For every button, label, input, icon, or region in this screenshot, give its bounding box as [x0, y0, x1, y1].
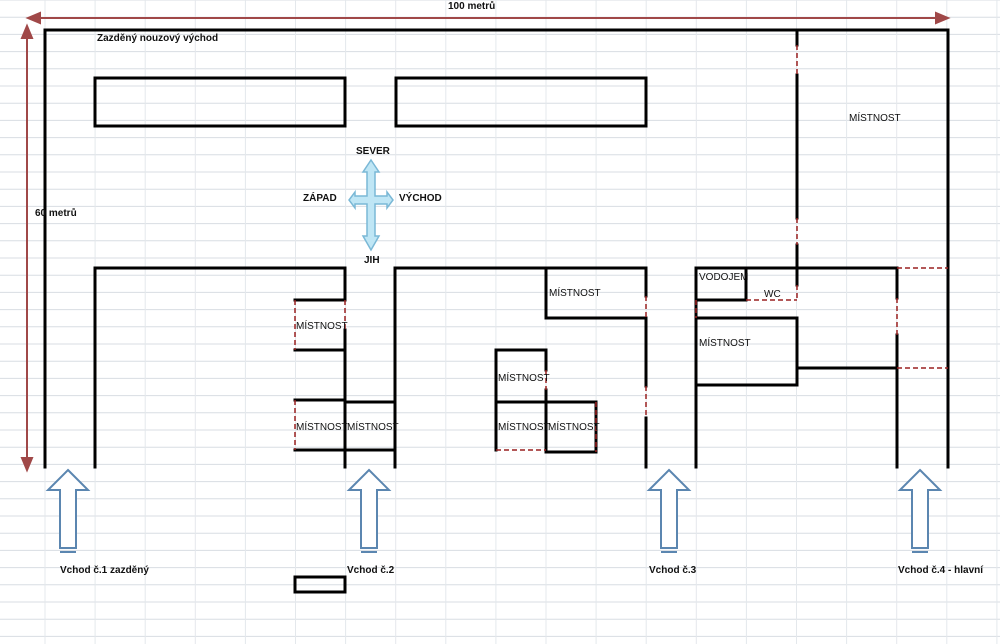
- entrance-4-label: Vchod č.4 - hlavní: [898, 565, 984, 576]
- room-label-center-upper: MÍSTNOST: [549, 288, 601, 299]
- entrance-4-arrow-icon: [897, 468, 943, 553]
- height-dimension-label: 60 metrů: [35, 208, 77, 219]
- entrance-1-label: Vchod č.1 zazděný: [60, 565, 149, 576]
- width-arrow-left-icon: [25, 11, 41, 25]
- room-label-right-middle: MÍSTNOST: [699, 338, 751, 349]
- entrance-2-label: Vchod č.2: [347, 565, 395, 576]
- entrance-3-arrow-icon: [646, 468, 692, 553]
- compass-arrows-icon: [348, 158, 394, 252]
- room-label-wc: WC: [764, 289, 781, 300]
- room-label-top-right: MÍSTNOST: [849, 113, 901, 124]
- entrance-1-arrow-icon: [45, 468, 91, 553]
- dimension-arrows: [20, 11, 951, 473]
- room-label-left-lower-a: MÍSTNOST: [296, 422, 348, 433]
- compass-west-label: ZÁPAD: [303, 193, 337, 204]
- width-dimension-label: 100 metrů: [448, 1, 496, 12]
- dashed-doors: [95, 29, 948, 452]
- width-arrow-right-icon: [935, 11, 951, 25]
- entrance-arrows: [45, 468, 943, 553]
- room-label-mid-upper: MÍSTNOST: [498, 373, 550, 384]
- room-label-vodojem: VODOJEM: [699, 272, 749, 283]
- entrance-2-arrow-icon: [346, 468, 392, 553]
- height-arrow-top-icon: [20, 23, 34, 39]
- entrance-3-label: Vchod č.3: [649, 565, 697, 576]
- compass-north-label: SEVER: [356, 146, 390, 157]
- room-label-mid-lower-b: MÍSTNOST: [548, 422, 600, 433]
- room-label-left-upper: MÍSTNOST: [296, 321, 348, 332]
- compass-south-label: JIH: [364, 255, 380, 266]
- emergency-exit-label: Zazděný nouzový východ: [97, 33, 219, 44]
- room-label-left-lower-b: MÍSTNOST: [347, 422, 399, 433]
- room-label-mid-lower-a: MÍSTNOST: [498, 422, 550, 433]
- compass-east-label: VÝCHOD: [399, 193, 442, 204]
- walls: [43, 28, 950, 594]
- height-arrow-bottom-icon: [20, 457, 34, 473]
